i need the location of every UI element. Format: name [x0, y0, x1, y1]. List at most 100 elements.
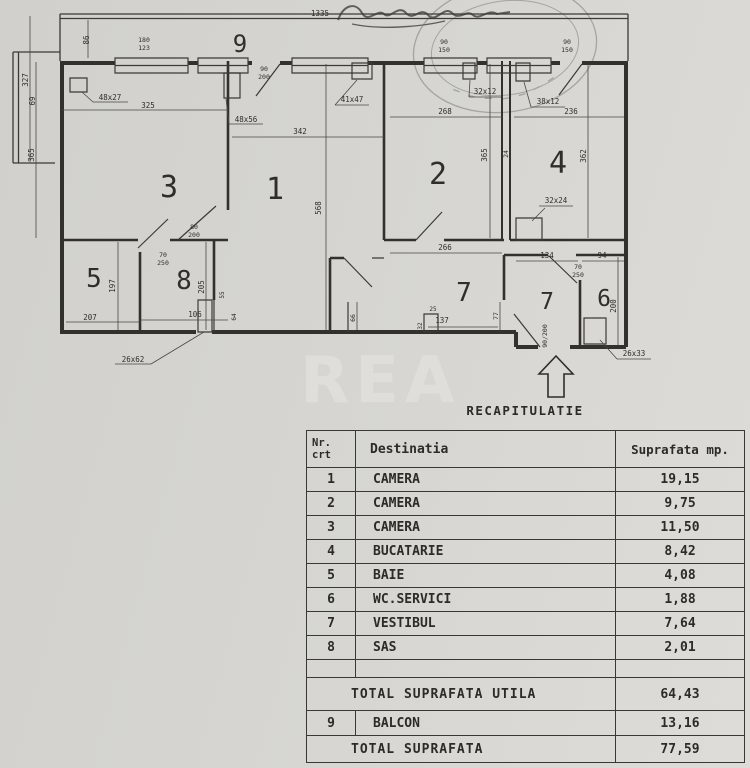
room-number-label: 7: [456, 278, 472, 308]
dimension-label: 94: [597, 251, 607, 260]
table-header-row: Nr. crt Destinatia Suprafata mp.: [306, 430, 745, 468]
total-value: 77,59: [615, 735, 745, 763]
header-nr-line2: crt: [312, 449, 331, 461]
dimension-label: 236: [564, 107, 578, 116]
dimension-label: 70: [159, 251, 167, 259]
room-number-label: 3: [160, 170, 178, 205]
dimension-label: 207: [83, 313, 97, 322]
dimension-label: 150: [561, 46, 573, 54]
cell-empty: [355, 659, 616, 678]
dimension-label: 268: [438, 107, 452, 116]
dimension-label: 80: [190, 223, 198, 231]
room-number-label: 5: [86, 264, 102, 294]
cell-nr: 5: [306, 563, 356, 588]
dimension-label: 180: [138, 36, 150, 44]
dimension-label: 342: [293, 127, 307, 136]
cell-area: 9,75: [615, 491, 745, 516]
room-number-label: 1: [266, 172, 284, 207]
entrance-arrow-icon: [537, 354, 575, 398]
header-nr-line1: Nr.: [312, 436, 331, 449]
cell-area: 8,42: [615, 539, 745, 564]
dimension-label: 362: [579, 149, 588, 163]
room-number-label: 9: [233, 30, 247, 58]
total-utila-value: 64,43: [615, 677, 745, 711]
dimension-label: 90: [440, 38, 448, 46]
header-destinatia: Destinatia: [355, 430, 616, 468]
cell-dest: CAMERA: [355, 467, 616, 492]
cell-dest: BUCATARIE: [355, 539, 616, 564]
dimension-label: 41x47: [341, 95, 364, 104]
total-utila-label: TOTAL SUPRAFATA UTILA: [306, 677, 616, 711]
windows-doors: [69, 57, 607, 348]
dimension-label: 200: [609, 299, 618, 313]
dimension-label: 66: [349, 314, 357, 322]
dimension-label: 250: [572, 271, 584, 279]
cell-nr: 6: [306, 587, 356, 612]
dimension-label: 70: [574, 263, 582, 271]
dimension-label: 106: [188, 310, 202, 319]
total-utila-row: TOTAL SUPRAFATA UTILA 64,43: [306, 677, 745, 711]
dimension-label: 38x12: [537, 97, 560, 106]
cell-nr: 2: [306, 491, 356, 516]
dimension-label: 200: [258, 73, 270, 81]
dimension-label: 32: [417, 322, 424, 330]
dimension-label: 200: [188, 231, 200, 239]
empty-row: [306, 659, 745, 678]
dimension-label: 25: [429, 306, 437, 313]
dimension-label: 69: [28, 96, 37, 105]
total-row: TOTAL SUPRAFATA 77,59: [306, 735, 745, 763]
dimension-label: 32x24: [545, 196, 568, 205]
dimension-label: 205: [197, 280, 206, 294]
room-number-label: 7: [540, 289, 554, 315]
header-suprafata: Suprafata mp.: [615, 430, 745, 468]
cell-dest: VESTIBUL: [355, 611, 616, 636]
dimension-label: 250: [157, 259, 169, 267]
room-number-label: 2: [429, 157, 447, 192]
dimension-label: 137: [435, 316, 449, 325]
interior-walls: [62, 61, 626, 347]
dimension-label: 77: [492, 312, 500, 320]
dimension-label: 150: [438, 46, 450, 54]
dimension-label: 48x56: [235, 115, 258, 124]
dimension-label: 327: [21, 73, 30, 87]
balcon-row: 9 BALCON 13,16: [306, 710, 745, 736]
dimension-label: 365: [27, 148, 36, 162]
recap-title: RECAPITULATIE: [466, 403, 584, 418]
cell-dest: BALCON: [355, 710, 616, 736]
dimension-label: 90: [260, 65, 268, 73]
cell-dest: CAMERA: [355, 491, 616, 516]
dimension-label: 90: [563, 38, 571, 46]
cell-area: 4,08: [615, 563, 745, 588]
cell-area: 1,88: [615, 587, 745, 612]
cell-nr: 4: [306, 539, 356, 564]
cell-dest: CAMERA: [355, 515, 616, 540]
cell-dest: SAS: [355, 635, 616, 660]
dimension-label: 1335: [311, 9, 329, 18]
dimension-label: 134: [540, 251, 554, 260]
cell-dest: WC.SERVICI: [355, 587, 616, 612]
watermark-logo: REA: [300, 344, 461, 418]
dimension-label: 26x33: [623, 349, 646, 358]
balcony-railing: [12, 13, 629, 164]
room-number-label: 6: [597, 286, 611, 312]
cell-nr: 1: [306, 467, 356, 492]
cell-nr: 3: [306, 515, 356, 540]
dimension-label: 55: [219, 291, 226, 299]
cell-area: 7,64: [615, 611, 745, 636]
total-label: TOTAL SUPRAFATA: [306, 735, 616, 763]
dimension-label: 32x12: [474, 87, 497, 96]
cell-nr: 7: [306, 611, 356, 636]
dimension-label: 325: [141, 101, 155, 110]
room-number-label: 4: [549, 146, 567, 181]
cell-area: 11,50: [615, 515, 745, 540]
